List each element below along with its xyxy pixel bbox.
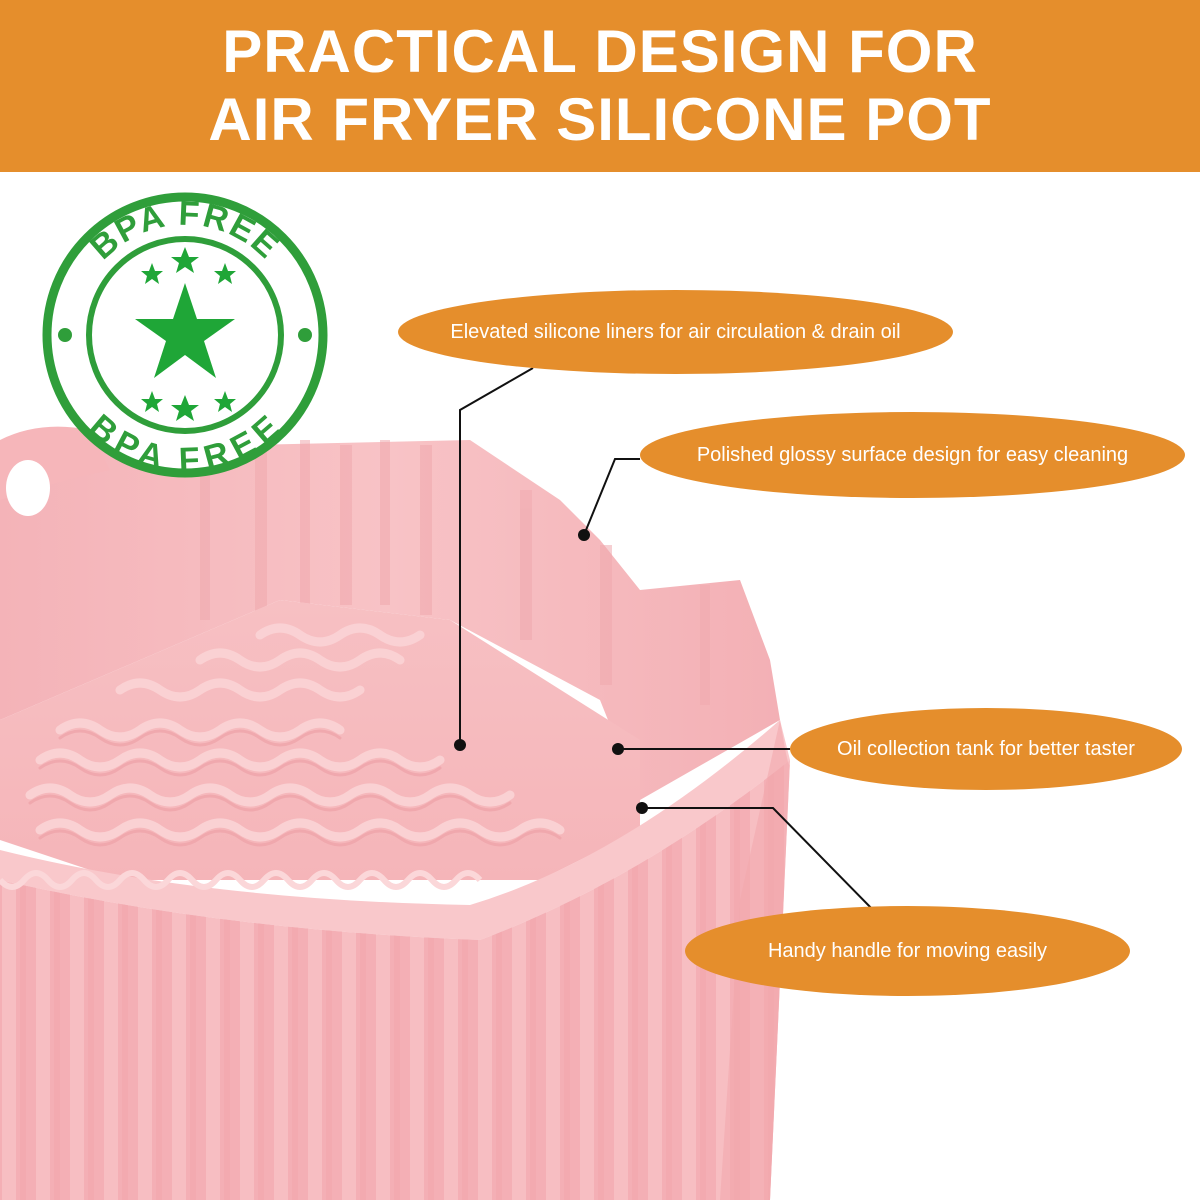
callout-glossy-surface: Polished glossy surface design for easy … [640,412,1185,498]
small-star-icons [141,247,236,421]
badge-dot-left [58,328,72,342]
callout-elevated-liners: Elevated silicone liners for air circula… [398,290,953,374]
callout-oil-collection: Oil collection tank for better taster [790,708,1182,790]
star-icon [135,283,235,378]
badge-dot-right [298,328,312,342]
title-banner: PRACTICAL DESIGN FOR AIR FRYER SILICONE … [0,0,1200,172]
title-line-1: PRACTICAL DESIGN FOR [222,18,978,85]
leader-lines [459,367,879,916]
silicone-pot [0,420,790,1200]
title-line-2: AIR FRYER SILICONE POT [208,86,992,153]
bpa-free-badge: BPA FREE BPA FREE [42,192,328,479]
leader-dots [454,529,648,814]
callout-handy-handle: Handy handle for moving easily [685,906,1130,996]
